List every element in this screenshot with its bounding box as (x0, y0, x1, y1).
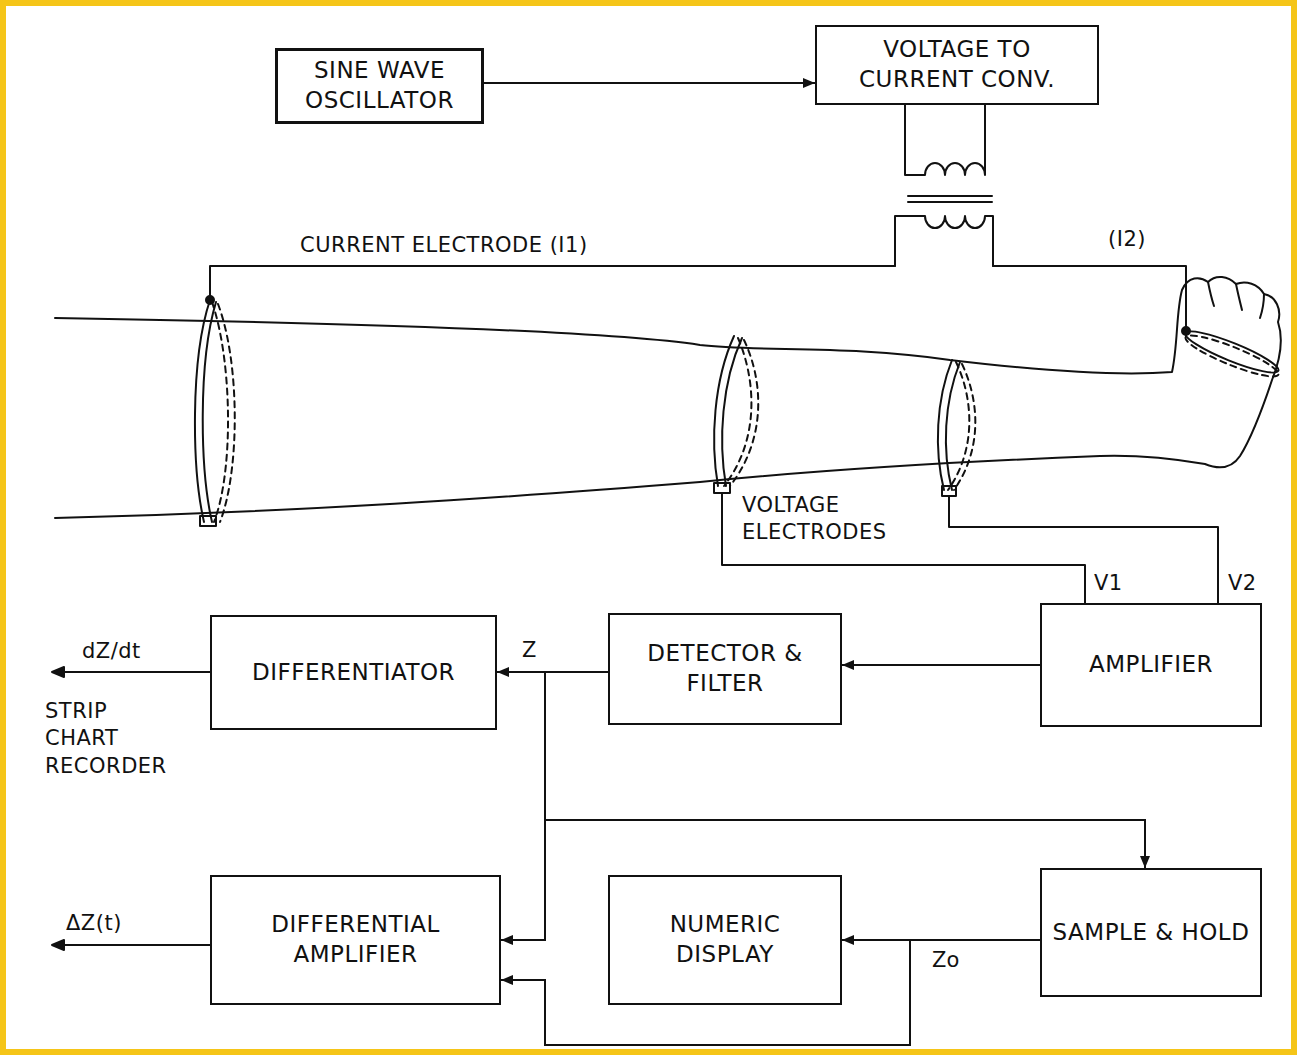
box-label: AMPLIFIER (1089, 650, 1213, 680)
current-wire (993, 266, 1186, 331)
output-wire (60, 944, 210, 946)
voltage-electrode-band (714, 336, 742, 486)
part-label: (I2) (1108, 226, 1146, 253)
process-box: SAMPLE & HOLD (1040, 868, 1262, 997)
process-box: DIFFERENTIATOR (210, 615, 497, 730)
part-label: CURRENT ELECTRODE (I1) (300, 232, 588, 259)
signal-connector (484, 82, 815, 84)
box-label: DIFFERENTIAL AMPLIFIER (222, 910, 489, 970)
voltage-electrode-band-back (948, 362, 975, 490)
voltage-electrode-band (938, 360, 960, 490)
signal-name: V1 (1094, 570, 1123, 597)
voltage-wire (949, 496, 1218, 603)
part-label: STRIP CHART RECORDER (45, 698, 185, 780)
transformer-secondary (895, 216, 993, 266)
box-label: NUMERIC DISPLAY (620, 910, 830, 970)
electrode-terminal (200, 516, 216, 526)
process-box: DETECTOR & FILTER (608, 613, 842, 725)
ankle-electrode-band-back (1182, 329, 1281, 383)
electrode-terminal (942, 486, 956, 496)
signal-name: Zo (930, 948, 961, 973)
ankle-electrode-band (1182, 325, 1281, 379)
box-label: SAMPLE & HOLD (1053, 918, 1250, 948)
arrowhead (52, 940, 64, 950)
toe-lines (1208, 282, 1264, 318)
voltage-electrode-band-back (724, 338, 758, 486)
current-electrode-band-back (212, 302, 235, 522)
signal-name: Z (520, 638, 538, 663)
voltage-wire (722, 493, 1085, 603)
display-box: NUMERIC DISPLAY (608, 875, 842, 1005)
output-signal: dZ/dt (82, 638, 141, 665)
signal-name: V2 (1228, 570, 1257, 597)
converter-box: VOLTAGE TO CURRENT CONV. (815, 25, 1099, 105)
signal-connector (842, 664, 1040, 666)
current-electrode-band (195, 300, 216, 522)
transformer-primary (905, 105, 985, 175)
amplifier-box: DIFFERENTIAL AMPLIFIER (210, 875, 501, 1005)
amplifier-box: AMPLIFIER (1040, 603, 1262, 727)
output-wire (60, 671, 210, 673)
transformer-core (908, 196, 992, 202)
page-frame (3, 3, 1294, 1052)
signal-connector (501, 672, 608, 940)
oscillator-box: SINE WAVE OSCILLATOR (275, 48, 484, 124)
box-label: DETECTOR & FILTER (620, 639, 830, 699)
box-label: SINE WAVE OSCILLATOR (287, 56, 472, 116)
box-label: DIFFERENTIATOR (252, 658, 455, 688)
part-label: VOLTAGE ELECTRODES (742, 492, 942, 547)
current-wire (210, 266, 895, 300)
electrode-terminal (714, 483, 730, 493)
leg-outline (55, 277, 1281, 518)
box-label: VOLTAGE TO CURRENT CONV. (827, 35, 1087, 95)
arrowhead (52, 667, 64, 677)
output-signal: ΔZ(t) (66, 910, 122, 937)
